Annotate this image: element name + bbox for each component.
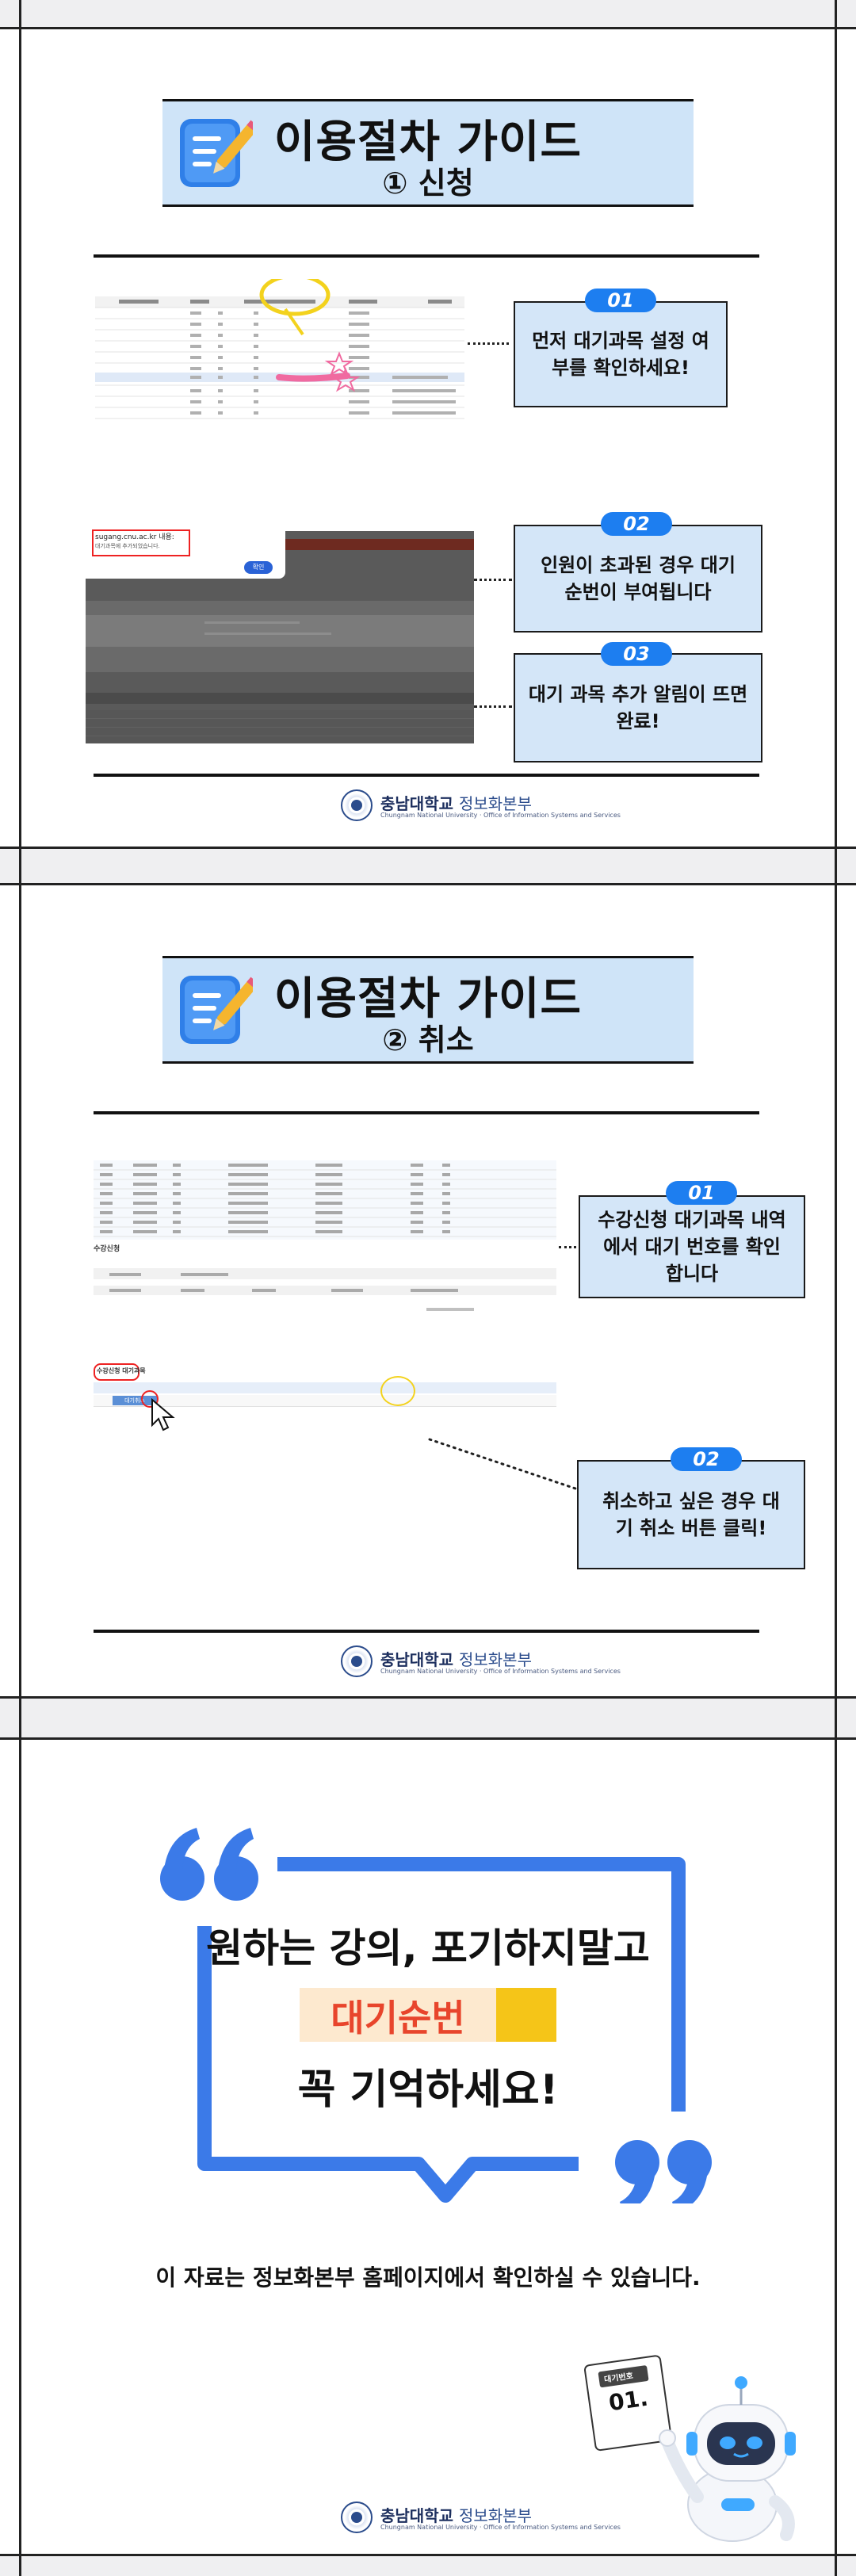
frame-line-right bbox=[835, 0, 837, 2576]
alert-dialog: sugang.cnu.ac.kr 내용: 대기과목에 추가되었습니다. 확인 bbox=[86, 522, 285, 579]
step2-callout: 인원이 초과된 경우 대기 순번이 부여됩니다 bbox=[514, 525, 762, 633]
robot-mascot-icon bbox=[583, 2355, 796, 2542]
divider bbox=[94, 254, 759, 258]
highlight-bar-light bbox=[300, 1988, 496, 2042]
logo-name-bold: 충남대학교 bbox=[380, 2506, 453, 2525]
logo-text: 충남대학교 정보화본부 bbox=[380, 1647, 532, 1670]
mouse-cursor-icon bbox=[151, 1398, 175, 1431]
step2-text: 인원이 초과된 경우 대기 순번이 부여됩니다 bbox=[541, 554, 736, 603]
divider bbox=[94, 1111, 759, 1114]
closing-line1: 원하는 강의, 포기하지말고 bbox=[206, 1925, 650, 1971]
frame-line-left bbox=[19, 0, 21, 2576]
logo-text: 충남대학교 정보화본부 bbox=[380, 791, 532, 814]
frame-line bbox=[0, 1696, 856, 1699]
logo-name-light: 정보화본부 bbox=[458, 1650, 532, 1669]
frame-line bbox=[0, 27, 856, 29]
closing-highlight: 대기순번 bbox=[331, 1997, 465, 2039]
logo-tagline: Chungnam National University · Office of… bbox=[380, 812, 621, 819]
logo-text: 충남대학교 정보화본부 bbox=[380, 2503, 532, 2526]
section1-title-box: 이용절차 가이드 ① 신청 bbox=[162, 99, 694, 207]
step1-callout: 먼저 대기과목 설정 여부를 확인하세요! bbox=[514, 301, 728, 407]
course-table-screenshot bbox=[95, 279, 464, 423]
connector-line bbox=[559, 1246, 576, 1248]
cancel-step2-badge: 02 bbox=[671, 1447, 742, 1471]
cnu-logo: 충남대학교 정보화본부 Chungnam National University… bbox=[341, 789, 621, 824]
logo-name-bold: 충남대학교 bbox=[380, 1650, 453, 1669]
frame-line bbox=[0, 883, 856, 885]
closing-line3: 꼭 기억하세요! bbox=[297, 2066, 559, 2114]
frame-line bbox=[0, 847, 856, 849]
cnu-logo: 충남대학교 정보화본부 Chungnam National University… bbox=[341, 1645, 621, 1680]
cancel-step1-badge: 01 bbox=[666, 1181, 737, 1205]
frame-line bbox=[0, 1737, 856, 1740]
logo-tagline: Chungnam National University · Office of… bbox=[380, 1668, 621, 1675]
connector-line bbox=[468, 342, 509, 345]
enrolled-list-label: 수강신청 bbox=[94, 1245, 120, 1253]
divider bbox=[94, 1630, 759, 1633]
logo-name-bold: 충남대학교 bbox=[380, 794, 453, 813]
waitlist-popup-screenshot: sugang.cnu.ac.kr 내용: 대기과목에 추가되었습니다. 확인 bbox=[86, 522, 474, 743]
step3-callout: 대기 과목 추가 알림이 뜨면 완료! bbox=[514, 653, 762, 762]
step1-badge: 01 bbox=[585, 289, 656, 312]
university-seal-icon bbox=[341, 2501, 373, 2533]
university-seal-icon bbox=[341, 1645, 373, 1677]
step1-text: 먼저 대기과목 설정 여부를 확인하세요! bbox=[532, 330, 709, 379]
notepad-pencil-icon bbox=[180, 976, 253, 1044]
section2-title: 이용절차 가이드 bbox=[273, 973, 583, 1025]
logo-name-light: 정보화본부 bbox=[458, 794, 532, 813]
page-gap-band bbox=[0, 2554, 856, 2576]
close-quote-icon bbox=[615, 2140, 712, 2203]
section1-title: 이용절차 가이드 bbox=[273, 117, 583, 168]
speech-bubble-frame bbox=[160, 1828, 712, 2203]
divider bbox=[94, 774, 759, 777]
enrolled-table-image bbox=[94, 1160, 556, 1311]
cancel-step2-text: 취소하고 싶은 경우 대기 취소 버튼 클릭! bbox=[602, 1490, 780, 1539]
waitlist-history-screenshot: 수강신청 수강신청 대기과목 대기취소 bbox=[94, 1160, 556, 1439]
step3-badge: 03 bbox=[601, 642, 672, 666]
page-gap-band bbox=[0, 847, 856, 885]
cancel-step1-callout: 수강신청 대기과목 내역에서 대기 번호를 확인합니다 bbox=[579, 1195, 805, 1298]
section2-subtitle: ② 취소 bbox=[382, 1022, 474, 1057]
waitlist-list-label: 수강신청 대기과목 bbox=[97, 1367, 146, 1374]
alert-url: sugang.cnu.ac.kr 내용: bbox=[95, 533, 174, 541]
connector-line bbox=[474, 579, 512, 581]
step3-text: 대기 과목 추가 알림이 뜨면 완료! bbox=[528, 683, 748, 732]
section2-title-box: 이용절차 가이드 ② 취소 bbox=[162, 956, 694, 1064]
frame-line bbox=[0, 2554, 856, 2556]
card-number: 01. bbox=[606, 2384, 650, 2417]
course-table-image bbox=[95, 279, 464, 419]
alert-ok-button[interactable]: 확인 bbox=[244, 561, 273, 574]
open-quote-icon bbox=[160, 1828, 258, 1901]
page-gap-band bbox=[0, 0, 856, 27]
university-seal-icon bbox=[341, 789, 373, 821]
notepad-pencil-icon bbox=[180, 119, 253, 187]
closing-note: 이 자료는 정보화본부 홈페이지에서 확인하실 수 있습니다. bbox=[155, 2265, 701, 2291]
connector-line bbox=[474, 705, 512, 708]
connector-line bbox=[428, 1438, 577, 1490]
logo-name-light: 정보화본부 bbox=[458, 2506, 532, 2525]
step2-badge: 02 bbox=[601, 512, 672, 536]
section1-subtitle: ① 신청 bbox=[382, 166, 474, 201]
logo-tagline: Chungnam National University · Office of… bbox=[380, 2524, 621, 2531]
cancel-step2-callout: 취소하고 싶은 경우 대기 취소 버튼 클릭! bbox=[577, 1460, 805, 1569]
alert-message: 대기과목에 추가되었습니다. bbox=[95, 543, 160, 549]
cancel-step1-text: 수강신청 대기과목 내역에서 대기 번호를 확인합니다 bbox=[598, 1209, 786, 1285]
page-gap-band bbox=[0, 1696, 856, 1739]
cnu-logo: 충남대학교 정보화본부 Chungnam National University… bbox=[341, 2501, 621, 2536]
